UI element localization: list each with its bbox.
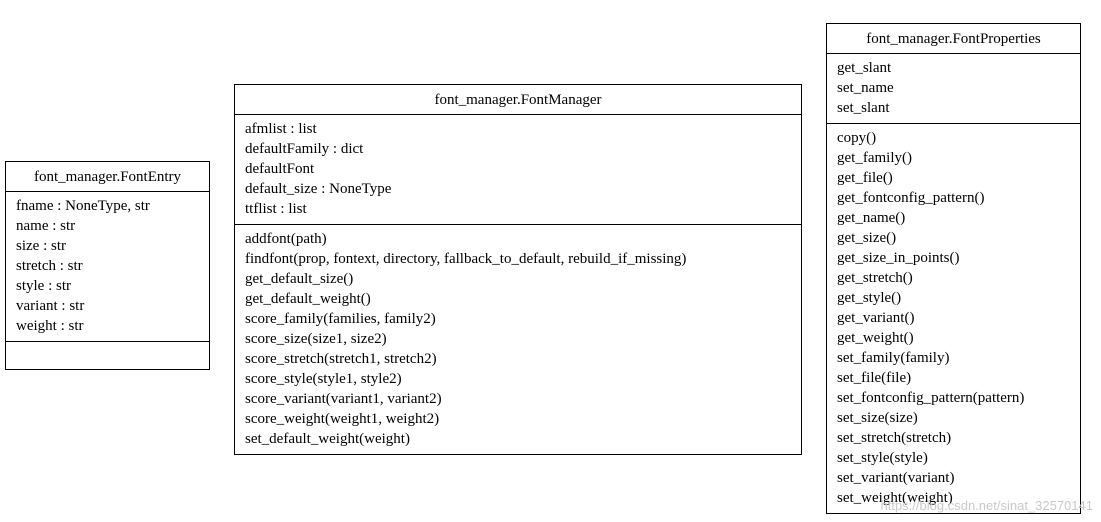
method-item: get_stretch() <box>837 270 913 286</box>
method-item: set_weight(weight) <box>837 490 953 506</box>
attribute-item: set_slant <box>837 100 890 116</box>
attribute-item: set_name <box>837 80 894 96</box>
method-item: score_variant(variant1, variant2) <box>245 391 442 407</box>
attribute-item: name : str <box>16 218 76 234</box>
method-item: set_variant(variant) <box>837 470 955 486</box>
method-item: set_stretch(stretch) <box>837 430 952 446</box>
method-item: findfont(prop, fontext, directory, fallb… <box>245 251 687 267</box>
method-item: set_fontconfig_pattern(pattern) <box>837 390 1025 406</box>
watermark: https://blog.csdn.net/sinat_32570141 <box>880 498 1094 513</box>
attribute-item: defaultFont <box>245 161 315 177</box>
attribute-item: default_size : NoneType <box>245 181 392 197</box>
method-item: set_style(style) <box>837 450 928 466</box>
attribute-item: weight : str <box>16 318 84 334</box>
attributes-section: fname : NoneType, str name : str size : st… <box>6 192 209 341</box>
method-item: get_file() <box>837 170 893 186</box>
class-font-manager: font_manager.FontManager afmlist : list d… <box>234 84 802 455</box>
method-item: score_family(families, family2) <box>245 311 436 327</box>
class-font-entry: font_manager.FontEntry fname : NoneType,… <box>5 161 210 370</box>
class-title: font_manager.FontEntry <box>6 162 209 192</box>
methods-section: addfont(path) findfont(prop, fontext, dir… <box>235 224 801 454</box>
method-item: get_variant() <box>837 310 915 326</box>
method-item: get_size() <box>837 230 897 246</box>
method-item: score_stretch(stretch1, stretch2) <box>245 351 437 367</box>
method-item: score_weight(weight1, weight2) <box>245 411 440 427</box>
attribute-item: get_slant <box>837 60 892 76</box>
attributes-section: get_slant set_name set_slant <box>827 54 1080 123</box>
method-item: get_default_weight() <box>245 291 371 307</box>
method-item: set_default_weight(weight) <box>245 431 410 447</box>
class-title: font_manager.FontProperties <box>827 24 1080 54</box>
method-item: get_size_in_points() <box>837 250 960 266</box>
method-item: set_file(file) <box>837 370 912 386</box>
method-item: get_family() <box>837 150 912 166</box>
method-item: copy() <box>837 130 877 146</box>
method-item: score_size(size1, size2) <box>245 331 387 347</box>
attribute-item: size : str <box>16 238 66 254</box>
method-item: get_fontconfig_pattern() <box>837 190 985 206</box>
attributes-section: afmlist : list defaultFamily : dict defaul… <box>235 115 801 224</box>
method-item: get_weight() <box>837 330 914 346</box>
method-item: get_default_size() <box>245 271 354 287</box>
attribute-item: afmlist : list <box>245 121 317 137</box>
attribute-item: variant : str <box>16 298 85 314</box>
attribute-item: stretch : str <box>16 258 83 274</box>
method-item: get_style() <box>837 290 902 306</box>
class-title: font_manager.FontManager <box>235 85 801 115</box>
methods-section <box>6 341 209 369</box>
method-item: set_family(family) <box>837 350 950 366</box>
method-item: get_name() <box>837 210 906 226</box>
attribute-item: style : str <box>16 278 71 294</box>
method-item: set_size(size) <box>837 410 918 426</box>
attribute-item: defaultFamily : dict <box>245 141 364 157</box>
attribute-item: fname : NoneType, str <box>16 198 150 214</box>
methods-section: copy() get_family() get_file() get_fontconf… <box>827 123 1080 513</box>
attribute-item: ttflist : list <box>245 201 307 217</box>
method-item: score_style(style1, style2) <box>245 371 402 387</box>
method-item: addfont(path) <box>245 231 327 247</box>
